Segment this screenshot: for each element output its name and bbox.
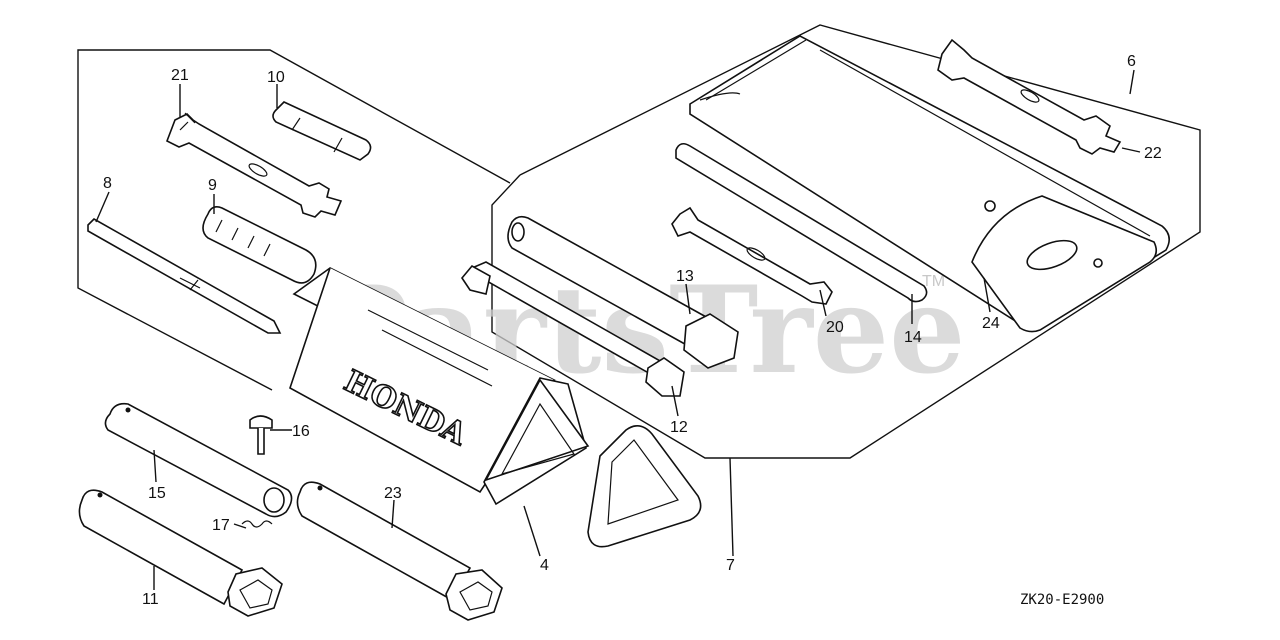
callout-22: 22	[1144, 145, 1162, 162]
callout-9: 9	[208, 177, 217, 194]
part-12-box-wrench	[461, 261, 685, 397]
part-17-clip	[241, 520, 273, 528]
part-11-box-wrench	[78, 489, 283, 617]
callout-10: 10	[267, 69, 285, 86]
callout-12: 12	[670, 419, 688, 436]
callout-16: 16	[292, 423, 310, 440]
part-21-wrench	[165, 112, 343, 218]
callout-24: 24	[982, 315, 1000, 332]
callout-17: 17	[212, 517, 230, 534]
callout-21: 21	[171, 67, 189, 84]
part-9-screwdriver-handle	[202, 206, 317, 284]
part-13-socket	[507, 215, 739, 369]
part-4-case-end	[587, 425, 702, 548]
callout-15: 15	[148, 485, 166, 502]
callout-4: 4	[540, 557, 549, 574]
part-6-wrench	[937, 38, 1122, 155]
drawing-code: ZK20-E2900	[1020, 592, 1104, 608]
callout-7: 7	[726, 557, 735, 574]
watermark-trademark: TM	[922, 273, 945, 290]
callout-11: 11	[142, 591, 159, 608]
group-outline-left	[77, 49, 511, 391]
callout-6: 6	[1127, 53, 1136, 70]
part-15-tube	[104, 402, 293, 518]
part-8-screwdriver-bit	[87, 218, 282, 334]
part-24-tool-bag	[689, 35, 1170, 333]
part-23-box-wrench	[296, 481, 503, 621]
part-10-feeler	[272, 101, 372, 161]
leader-lines	[95, 69, 1141, 590]
callout-20: 20	[826, 319, 844, 336]
callout-8: 8	[103, 175, 112, 192]
part-20-wrench	[671, 206, 833, 305]
callout-13: 13	[676, 268, 694, 285]
part-16-pin	[249, 415, 273, 455]
callout-23: 23	[384, 485, 402, 502]
callout-14: 14	[904, 329, 922, 346]
